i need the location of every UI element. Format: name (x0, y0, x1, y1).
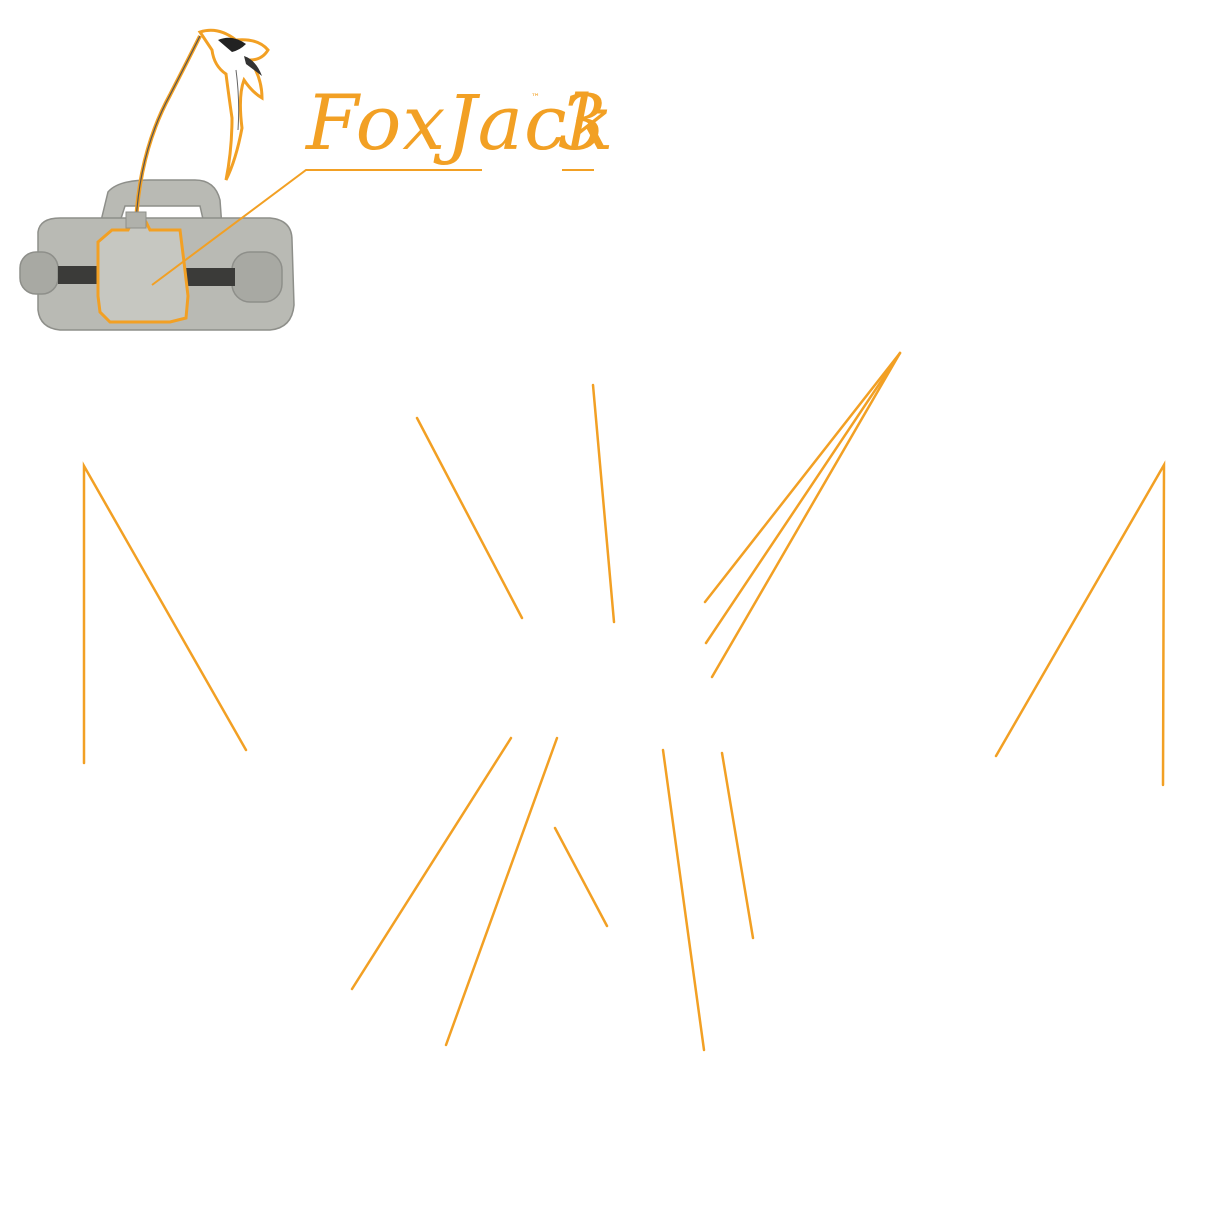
leader-line (704, 351, 902, 645)
leader-lines (82, 351, 1166, 1052)
brand-name: FoxJack (306, 78, 615, 167)
leader-line (444, 736, 559, 1047)
leader-line (350, 736, 513, 991)
leader-line (720, 751, 755, 940)
leader-line-top-right (994, 460, 1166, 787)
leader-line (591, 383, 616, 624)
leader-line (661, 748, 706, 1052)
trademark-symbol: ™ (531, 93, 540, 103)
leader-line (710, 351, 902, 679)
model-number: 3 (558, 78, 607, 167)
leader-line (703, 351, 902, 604)
leader-line (415, 416, 524, 620)
brand-callout-line (151, 169, 482, 286)
bird-decoy-icon (197, 28, 270, 181)
leader-line-top-left (82, 461, 248, 765)
leader-line (553, 826, 609, 928)
